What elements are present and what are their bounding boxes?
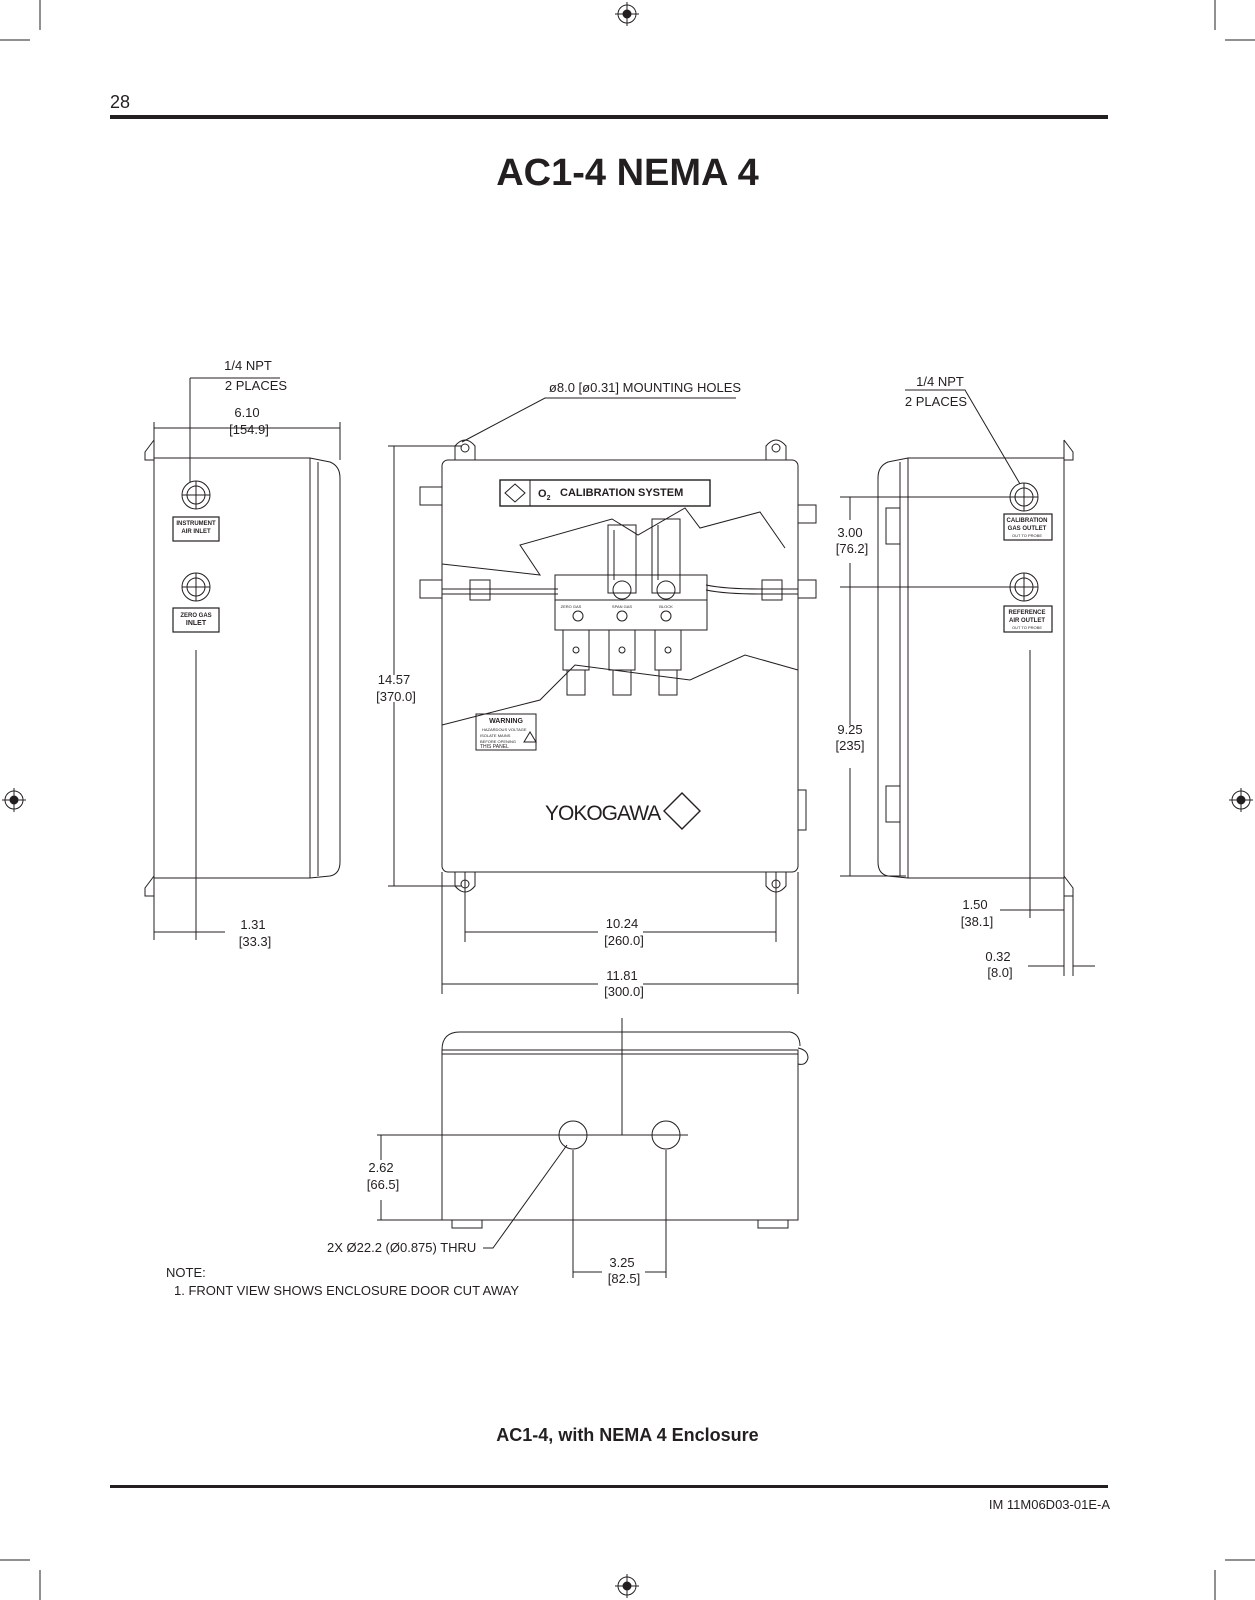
warning-text: THIS PANEL xyxy=(480,744,509,750)
air-inlet-fitting-icon xyxy=(181,480,211,510)
cal-outlet-label: GAS OUTLET xyxy=(1008,526,1047,532)
ref-outlet-label: OUT TO PROBE xyxy=(1012,625,1042,630)
header-rule xyxy=(110,115,1108,119)
front-view xyxy=(419,439,817,893)
npt-callout-right: 2 PLACES xyxy=(905,394,967,409)
port-bottom-dimension: [235] xyxy=(836,738,865,753)
warning-text: ISOLATE MAINS xyxy=(480,733,511,738)
note-heading: NOTE: xyxy=(166,1265,206,1280)
offset-left-dimension: 1.31 xyxy=(240,917,265,932)
panel-name: CALIBRATION SYSTEM xyxy=(560,487,683,499)
npt-callout-right: 1/4 NPT xyxy=(916,374,964,389)
registration-target-icon xyxy=(2,788,26,812)
span-gas-switch-label: SPAN GAS xyxy=(612,604,632,609)
overall-width-dimension: 11.81 xyxy=(606,968,638,983)
page-title: AC1-4 NEMA 4 xyxy=(496,152,759,194)
hole-height-dimension: 2.62 xyxy=(368,1160,393,1175)
mount-width-dimension: [260.0] xyxy=(604,933,644,948)
brand-logo: YOKOGAWA xyxy=(545,802,661,825)
port-spacing-dimension: [76.2] xyxy=(836,541,869,556)
cal-outlet-fitting-icon xyxy=(1009,482,1039,512)
hole-spacing-dimension: [82.5] xyxy=(608,1271,641,1286)
offset-right-dimension: 1.50 xyxy=(962,897,987,912)
thru-holes-callout: 2X Ø22.2 (Ø0.875) THRU xyxy=(327,1240,476,1255)
depth-dimension: [154.9] xyxy=(229,422,269,437)
mounting-holes-callout: ø8.0 [ø0.31] MOUNTING HOLES xyxy=(549,380,741,395)
flange-dimension: 0.32 xyxy=(985,949,1010,964)
overall-width-dimension: [300.0] xyxy=(604,984,644,999)
hole-spacing-dimension: 3.25 xyxy=(609,1255,634,1270)
cal-outlet-label-plate xyxy=(1003,513,1053,541)
registration-target-icon xyxy=(1229,788,1253,812)
height-dimension: [370.0] xyxy=(376,689,416,704)
instrument-air-label: AIR INLET xyxy=(181,529,211,535)
cal-outlet-label: CALIBRATION xyxy=(1007,518,1048,524)
ref-outlet-label: REFERENCE xyxy=(1008,610,1045,616)
height-dimension: 14.57 xyxy=(378,672,411,687)
depth-dimension: 6.10 xyxy=(234,405,259,420)
bottom-view xyxy=(377,1018,809,1278)
warning-text: BEFORE OPENING xyxy=(480,739,516,744)
instrument-air-label-plate xyxy=(172,516,220,542)
zero-gas-label-plate xyxy=(172,607,220,633)
registration-target-icon xyxy=(615,1574,639,1598)
document-id: IM 11M06D03-01E-A xyxy=(988,1497,1110,1512)
mount-width-dimension: 10.24 xyxy=(606,916,639,931)
hole-height-dimension: [66.5] xyxy=(367,1177,400,1192)
o2-symbol: O2 xyxy=(538,488,551,502)
zero-gas-label: INLET xyxy=(186,620,207,627)
front-dimension-lines xyxy=(388,397,799,994)
warning-text: HAZARDOUS VOLTAGE xyxy=(482,727,527,732)
npt-callout-left: 2 PLACES xyxy=(225,378,287,393)
cal-outlet-label: OUT TO PROBE xyxy=(1012,533,1042,538)
npt-callout-left: 1/4 NPT xyxy=(224,358,272,373)
left-side-view: INSTRUMENT AIR INLET ZERO GAS INLET xyxy=(144,377,341,940)
note-line: 1. FRONT VIEW SHOWS ENCLOSURE DOOR CUT A… xyxy=(174,1283,519,1298)
zero-gas-switch-label: ZERO GAS xyxy=(561,604,582,609)
page-number: 28 xyxy=(110,92,131,112)
registration-target-icon xyxy=(615,2,639,26)
offset-right-dimension: [38.1] xyxy=(961,914,994,929)
flange-dimension: [8.0] xyxy=(987,965,1012,980)
ref-outlet-fitting-icon xyxy=(1009,572,1039,602)
block-switch-label: BLOCK xyxy=(659,604,673,609)
port-spacing-dimension: 3.00 xyxy=(837,525,862,540)
zero-gas-fitting-icon xyxy=(181,572,211,602)
offset-left-dimension: [33.3] xyxy=(239,934,272,949)
port-bottom-dimension: 9.25 xyxy=(837,722,862,737)
ref-outlet-label-plate xyxy=(1003,605,1053,633)
instrument-air-label: INSTRUMENT xyxy=(176,521,216,527)
warning-label: WARNING xyxy=(489,718,523,725)
ref-outlet-label: AIR OUTLET xyxy=(1009,618,1045,624)
right-side-view xyxy=(840,389,1095,976)
footer-rule xyxy=(110,1485,1108,1488)
zero-gas-label: ZERO GAS xyxy=(180,613,211,619)
figure-caption: AC1-4, with NEMA 4 Enclosure xyxy=(496,1425,759,1445)
